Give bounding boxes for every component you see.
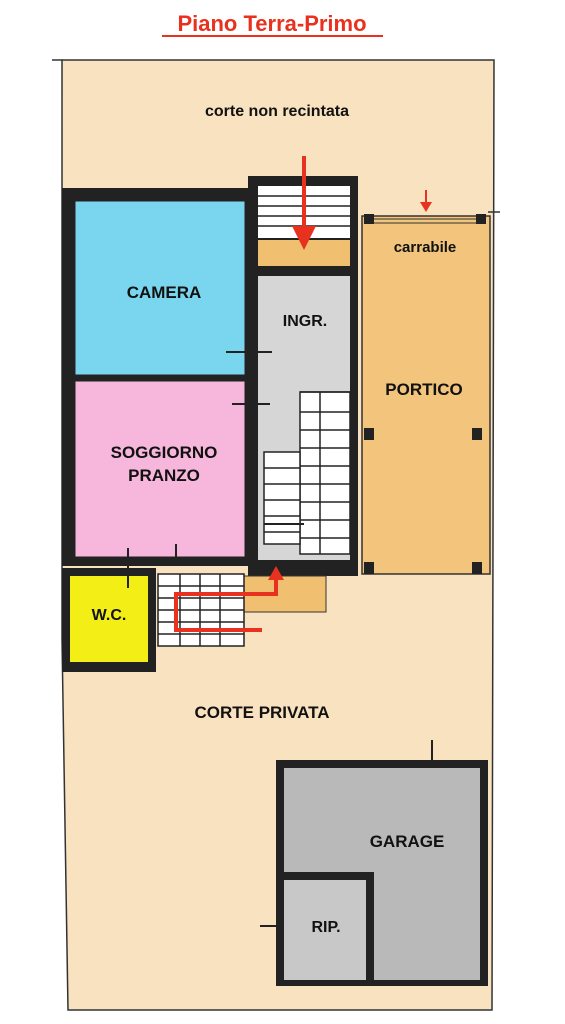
label-soggiorno: SOGGIORNO [111, 443, 218, 462]
portico-area [361, 215, 491, 575]
exterior-stairs [157, 573, 245, 647]
label-corte-privata: CORTE PRIVATA [194, 703, 329, 722]
label-wc: W.C. [92, 607, 127, 624]
room-wc [70, 576, 148, 662]
label-ripostiglio: RIP. [311, 919, 340, 936]
plan-title: Piano Terra-Primo [177, 11, 366, 36]
label-portico: PORTICO [385, 380, 462, 399]
label-corte-non-recintata: corte non recintata [205, 103, 349, 120]
room-ripostiglio [284, 880, 366, 980]
internal-stair [263, 391, 351, 555]
room-soggiorno-pranzo [74, 380, 246, 558]
room-camera [74, 200, 246, 376]
label-garage: GARAGE [370, 832, 445, 851]
label-carrabile: carrabile [394, 239, 457, 256]
label-ingresso: INGR. [283, 313, 327, 330]
entrance-arrows [174, 156, 432, 632]
room-garage [284, 768, 480, 980]
label-camera: CAMERA [127, 283, 202, 302]
label-pranzo: PRANZO [128, 466, 200, 485]
